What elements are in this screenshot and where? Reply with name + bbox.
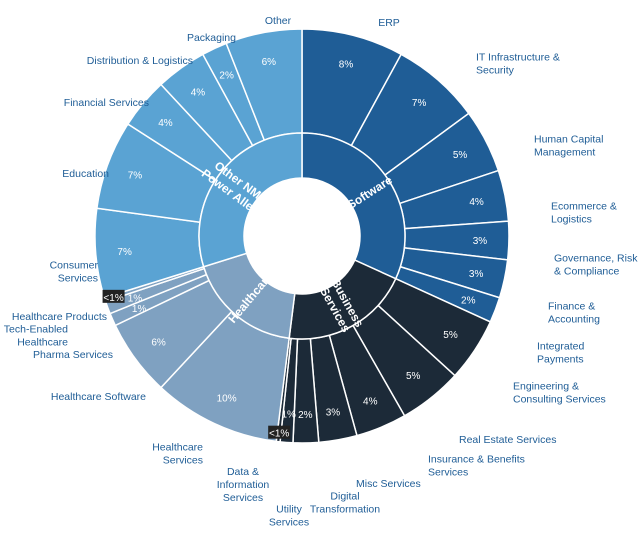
outer-ring bbox=[94, 28, 510, 444]
inner-ring bbox=[198, 132, 406, 340]
pct-label-consumer-services: 7% bbox=[117, 247, 132, 258]
pct-label-real-estate-services: 5% bbox=[406, 371, 421, 382]
category-label-other: Other bbox=[265, 15, 292, 27]
category-label-erp: ERP bbox=[378, 17, 400, 29]
category-label-healthcare-software: Healthcare Software bbox=[51, 391, 146, 403]
pct-label-pharma-services: 1% bbox=[132, 304, 147, 315]
category-label-it-infrastructure-and-security: IT Infrastructure &Security bbox=[476, 52, 560, 77]
category-label-education: Education bbox=[62, 168, 109, 180]
pct-label-tech-enabled-healthcare: 1% bbox=[128, 294, 143, 305]
category-label-pharma-services: Pharma Services bbox=[33, 349, 113, 361]
pct-label-other: 6% bbox=[262, 57, 277, 68]
pct-label-finance-and-accounting: 3% bbox=[469, 269, 484, 280]
category-label-engineering-and-consulting-services: Engineering &Consulting Services bbox=[513, 381, 606, 406]
pct-label-distribution-and-logistics: 4% bbox=[191, 88, 206, 99]
category-label-real-estate-services: Real Estate Services bbox=[459, 434, 556, 446]
pct-label-financial-services: 4% bbox=[158, 118, 173, 129]
pct-label-ecommerce-and-logistics: 4% bbox=[469, 197, 484, 208]
pct-label-packaging: 2% bbox=[219, 71, 234, 82]
category-label-finance-and-accounting: Finance &Accounting bbox=[548, 301, 600, 326]
category-label-ecommerce-and-logistics: Ecommerce &Logistics bbox=[551, 201, 617, 226]
category-label-packaging: Packaging bbox=[187, 32, 236, 44]
pct-label-healthcare-products: <1% bbox=[103, 293, 123, 304]
pct-label-healthcare-services: 10% bbox=[217, 393, 237, 404]
category-label-healthcare-products: Healthcare Products bbox=[12, 311, 107, 323]
pct-label-erp: 8% bbox=[339, 60, 354, 71]
pct-label-integrated-payments: 2% bbox=[461, 296, 476, 307]
pct-label-human-capital-management: 5% bbox=[453, 150, 468, 161]
center-hole bbox=[244, 178, 360, 294]
pct-label-healthcare-software: 6% bbox=[151, 337, 166, 348]
category-label-governance-risk-and-compliance: Governance, Risk& Compliance bbox=[554, 253, 638, 278]
category-label-misc-services: Misc Services bbox=[356, 478, 421, 490]
category-label-financial-services: Financial Services bbox=[64, 97, 149, 109]
pct-label-data-and-information-services: <1% bbox=[269, 429, 289, 440]
category-label-distribution-and-logistics: Distribution & Logistics bbox=[87, 55, 193, 67]
pct-label-education: 7% bbox=[128, 170, 143, 181]
pct-label-utility-services: 1% bbox=[281, 410, 296, 421]
pct-label-it-infrastructure-and-security: 7% bbox=[412, 98, 427, 109]
percent-labels: 8%7%5%4%3%3%2%5%5%4%3%2%1%<1%10%6%1%1%<1… bbox=[102, 57, 488, 440]
pct-label-engineering-and-consulting-services: 5% bbox=[443, 330, 458, 341]
pct-label-governance-risk-and-compliance: 3% bbox=[473, 236, 488, 247]
pct-label-insurance-and-benefits-services: 4% bbox=[363, 396, 378, 407]
pct-box-healthcare-products bbox=[102, 289, 125, 303]
pct-box-data-and-information-services bbox=[268, 425, 291, 439]
pct-label-digital-transformation: 2% bbox=[298, 410, 313, 421]
pct-label-misc-services: 3% bbox=[326, 407, 341, 418]
